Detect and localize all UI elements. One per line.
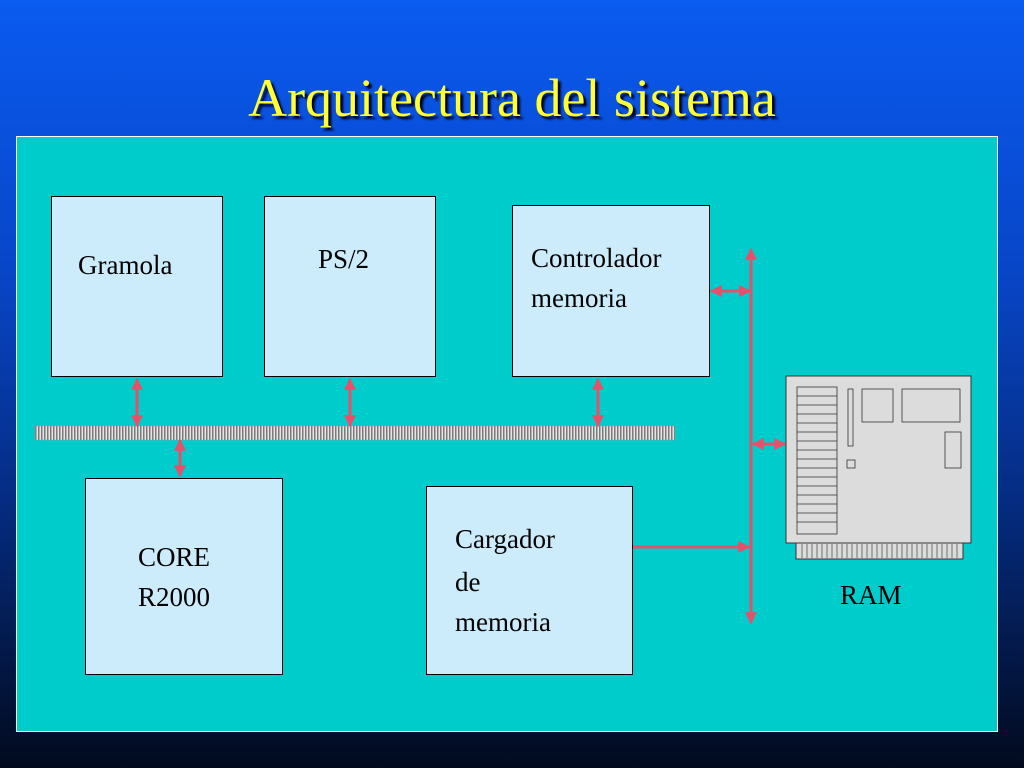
node-ps2: PS/2 xyxy=(264,196,436,377)
diagram-connectors xyxy=(34,247,972,625)
node-gramola: Gramola xyxy=(51,196,223,377)
ram-label: RAM xyxy=(840,580,902,610)
node-controlador-memoria: Controlador memoria xyxy=(512,205,710,377)
node-cargador-line-3: memoria xyxy=(455,607,551,637)
system-bus xyxy=(34,425,676,441)
node-core-r2000: CORE R2000 xyxy=(85,478,283,675)
node-controlador-line-1: Controlador xyxy=(531,243,662,273)
node-core-line-1: CORE xyxy=(138,542,211,572)
diagram-panel: Gramola PS/2 Controlador memoria CORE R2… xyxy=(16,136,998,732)
node-controlador-line-2: memoria xyxy=(531,283,627,313)
node-cargador-line-2: de xyxy=(455,567,481,597)
node-cargador-memoria: Cargador de memoria xyxy=(426,486,633,675)
node-ps2-line-1: PS/2 xyxy=(318,244,370,274)
node-cargador-line-1: Cargador xyxy=(455,524,555,554)
node-gramola-line-1: Gramola xyxy=(78,250,173,280)
slide-title: Arquitectura del sistema xyxy=(248,68,776,128)
ram-module-icon xyxy=(785,375,972,560)
node-core-line-2: R2000 xyxy=(138,582,211,612)
